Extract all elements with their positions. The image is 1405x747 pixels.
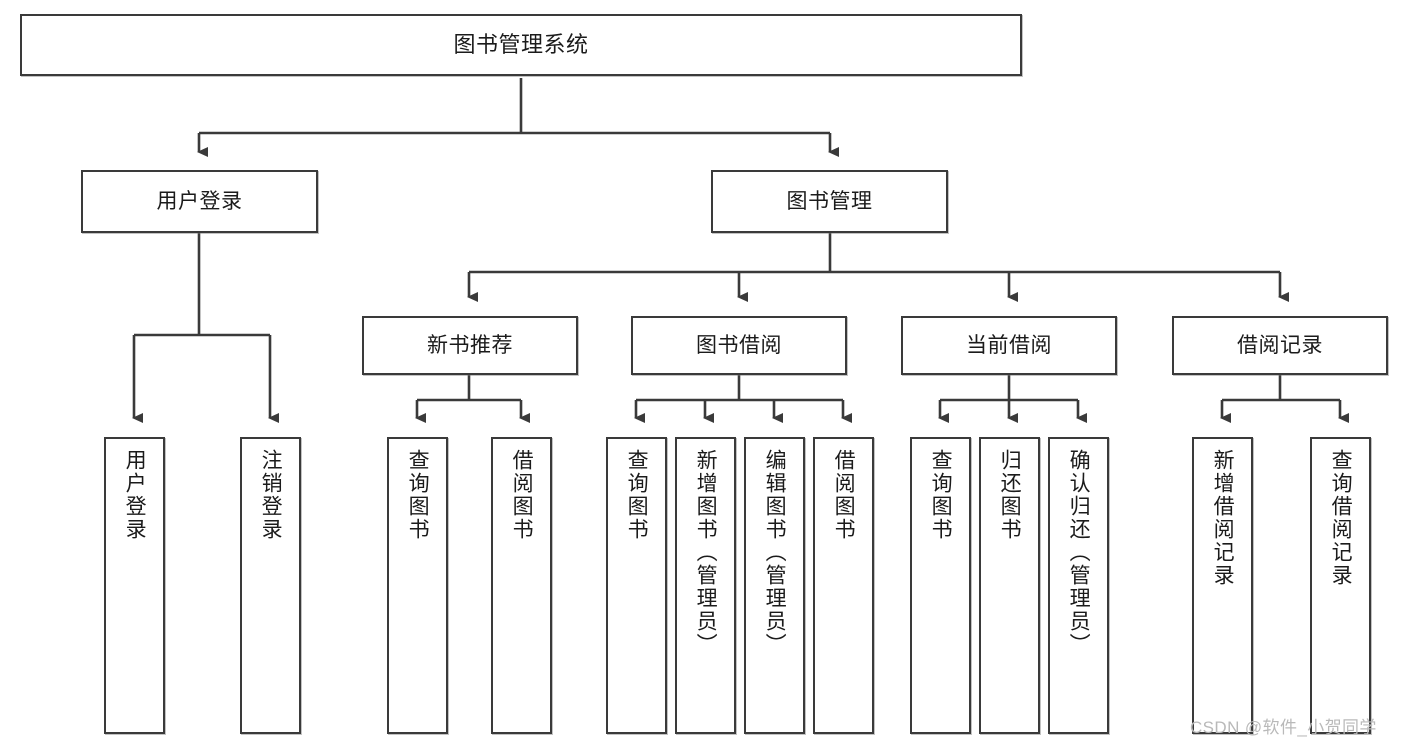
node-user-login-label: 用户登录	[156, 189, 243, 213]
node-leaf-return-book[interactable]: 归还图书	[979, 437, 1040, 734]
node-leaf-borrow-book-2-label: 借阅图书	[832, 449, 856, 541]
node-book-borrow[interactable]: 图书借阅	[631, 316, 847, 375]
node-leaf-confirm-return-admin-label: 确认归还（管理员）	[1067, 449, 1091, 656]
node-leaf-add-book-admin[interactable]: 新增图书（管理员）	[675, 437, 736, 734]
node-leaf-borrow-book-1[interactable]: 借阅图书	[491, 437, 552, 734]
node-leaf-borrow-book-2[interactable]: 借阅图书	[813, 437, 874, 734]
node-new-book-recommend[interactable]: 新书推荐	[362, 316, 578, 375]
node-current-borrow[interactable]: 当前借阅	[901, 316, 1117, 375]
node-leaf-user-login-label: 用户登录	[123, 449, 147, 541]
node-leaf-edit-book-admin[interactable]: 编辑图书（管理员）	[744, 437, 805, 734]
node-leaf-logout-login[interactable]: 注销登录	[240, 437, 301, 734]
watermark-text: CSDN @软件_小贺同学	[1190, 718, 1377, 737]
node-leaf-add-borrow-record[interactable]: 新增借阅记录	[1192, 437, 1253, 734]
node-book-management-label: 图书管理	[786, 189, 873, 213]
node-current-borrow-label: 当前借阅	[966, 333, 1052, 357]
node-leaf-query-book-2[interactable]: 查询图书	[606, 437, 667, 734]
node-root-label: 图书管理系统	[453, 31, 589, 57]
node-leaf-return-book-label: 归还图书	[998, 449, 1022, 541]
node-leaf-query-book-3[interactable]: 查询图书	[910, 437, 971, 734]
node-leaf-query-book-1-label: 查询图书	[406, 449, 430, 541]
node-leaf-query-borrow-record-label: 查询借阅记录	[1329, 449, 1353, 587]
node-leaf-add-book-admin-label: 新增图书（管理员）	[694, 449, 718, 656]
node-book-management[interactable]: 图书管理	[711, 170, 948, 233]
node-leaf-query-borrow-record[interactable]: 查询借阅记录	[1310, 437, 1371, 734]
node-user-login[interactable]: 用户登录	[81, 170, 318, 233]
node-leaf-user-login[interactable]: 用户登录	[104, 437, 165, 734]
node-leaf-add-borrow-record-label: 新增借阅记录	[1211, 449, 1235, 587]
node-borrow-record[interactable]: 借阅记录	[1172, 316, 1388, 375]
node-root[interactable]: 图书管理系统	[20, 14, 1022, 76]
node-leaf-edit-book-admin-label: 编辑图书（管理员）	[763, 449, 787, 656]
node-leaf-query-book-3-label: 查询图书	[929, 449, 953, 541]
node-book-borrow-label: 图书借阅	[696, 333, 782, 357]
node-leaf-query-book-1[interactable]: 查询图书	[387, 437, 448, 734]
node-new-book-recommend-label: 新书推荐	[427, 333, 513, 357]
node-leaf-confirm-return-admin[interactable]: 确认归还（管理员）	[1048, 437, 1109, 734]
node-leaf-logout-login-label: 注销登录	[259, 449, 283, 541]
node-borrow-record-label: 借阅记录	[1237, 333, 1323, 357]
node-leaf-query-book-2-label: 查询图书	[625, 449, 649, 541]
node-leaf-borrow-book-1-label: 借阅图书	[510, 449, 534, 541]
